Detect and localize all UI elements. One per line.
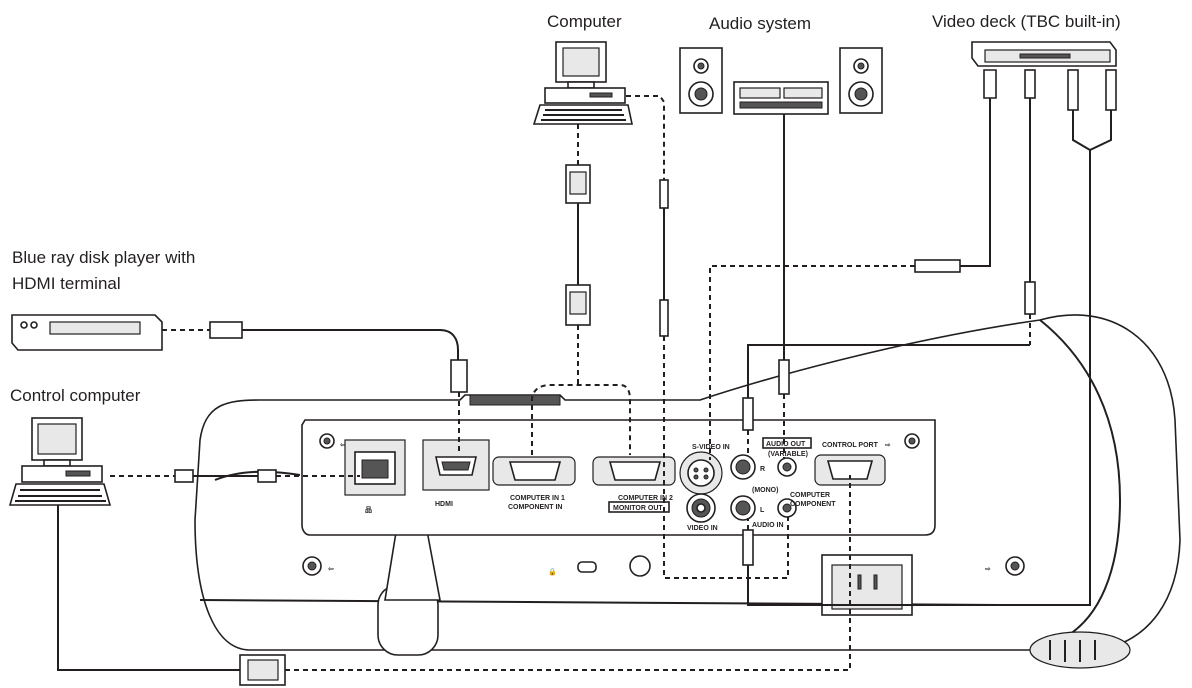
variable-label: (VARIABLE) [768, 451, 808, 458]
control-computer-label: Control computer [10, 386, 141, 405]
audio-out-plug [778, 359, 790, 395]
hdmi-plug-right [450, 359, 468, 393]
hdmi-label: HDMI [435, 501, 453, 508]
lock-icon: 🔒 [548, 568, 557, 576]
bluray-player-device [11, 314, 163, 351]
audio-system-label: Audio system [709, 14, 811, 33]
video-deck-label: Video deck (TBC built-in) [932, 12, 1121, 31]
mini-plug-bottom [659, 299, 669, 337]
computer-label: Computer [547, 12, 622, 31]
component-label: COMPONENT [790, 501, 836, 508]
computer-in-1-port: COMPUTER IN 1 COMPONENT IN [492, 456, 576, 511]
r-label: R [760, 466, 765, 473]
control-port-label: CONTROL PORT [822, 442, 879, 449]
computer-device [532, 41, 633, 125]
s-video-in-jack [687, 459, 715, 487]
component-in-label: COMPONENT IN [508, 504, 562, 511]
svg-text:⇨: ⇨ [885, 442, 891, 449]
s-video-plug [914, 259, 961, 273]
audio-out-label: AUDIO OUT [766, 441, 806, 448]
network-icon: 品 [365, 505, 372, 514]
av-ports: S-VIDEO IN VIDEO IN R L (MONO) AUDIO IN … [679, 437, 836, 532]
s-video-in-label: S-VIDEO IN [692, 444, 730, 451]
audio-in-label: AUDIO IN [752, 522, 784, 529]
video-in-label: VIDEO IN [687, 525, 718, 532]
control-port: CONTROL PORT [814, 442, 886, 486]
svg-text:⇦: ⇦ [340, 442, 346, 449]
security-slot [577, 561, 597, 573]
computer-in-1-label: COMPUTER IN 1 [510, 495, 565, 502]
computer-in-2-port: COMPUTER IN 2 MONITOR OUT [592, 456, 676, 513]
computer-label: COMPUTER [790, 492, 830, 499]
hdmi-port: HDMI [422, 439, 490, 508]
control-computer-device [8, 417, 112, 506]
cables [57, 69, 1117, 686]
bluray-label-line2: HDMI terminal [12, 274, 121, 293]
audio-system-device [679, 47, 883, 115]
svg-text:⇦: ⇦ [328, 566, 334, 573]
video-deck-device [971, 41, 1117, 67]
mono-label: (MONO) [752, 487, 778, 494]
monitor-out-label: MONITOR OUT [613, 505, 663, 512]
computer-in-2-label: COMPUTER IN 2 [618, 495, 673, 502]
svg-text:⇨: ⇨ [985, 566, 991, 573]
mini-plug-top [659, 179, 669, 209]
hdmi-plug-left [209, 321, 243, 339]
bluray-label-line1: Blue ray disk player with [12, 248, 195, 267]
device-labels: Computer Audio system Video deck (TBC bu… [10, 12, 1121, 405]
video-plug [1024, 281, 1036, 315]
l-label: L [760, 507, 765, 514]
lan-port: 品 [344, 439, 406, 514]
